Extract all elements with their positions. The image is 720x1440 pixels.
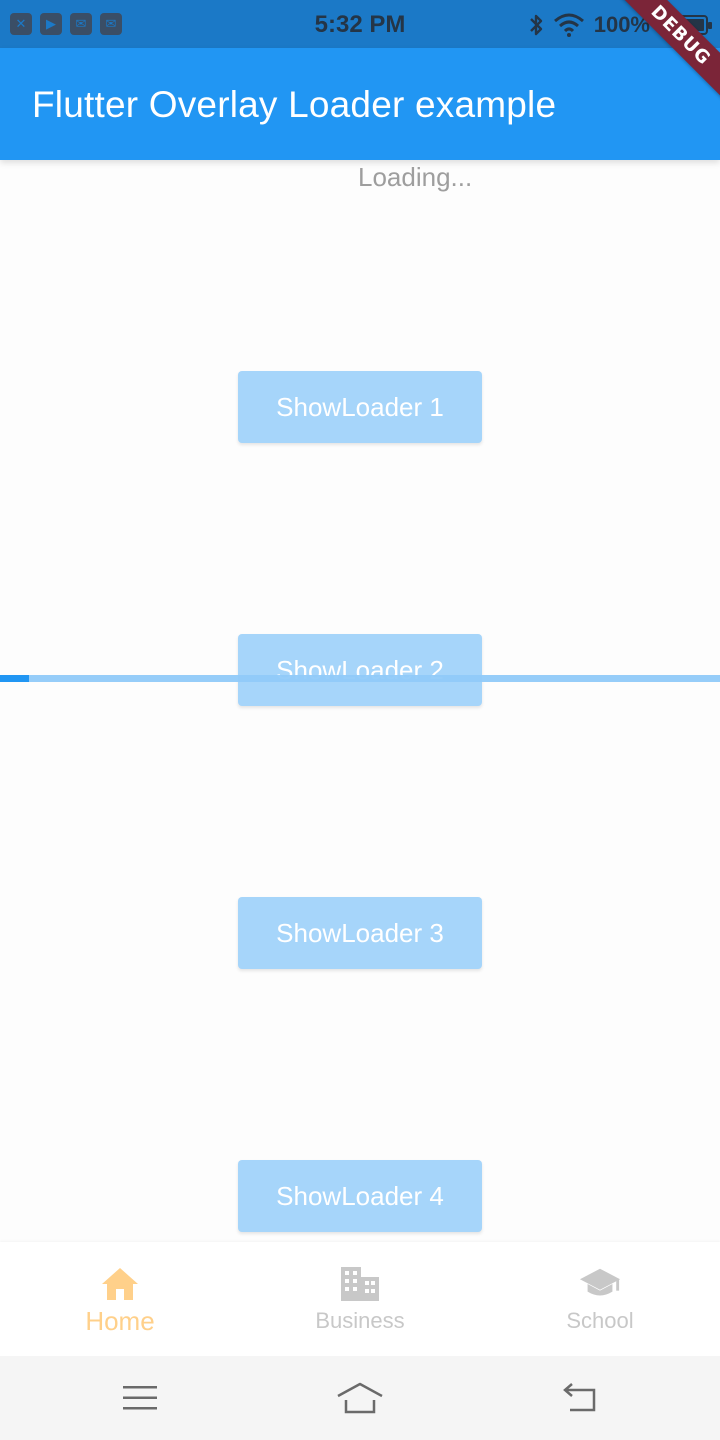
nav-label-school: School: [566, 1308, 634, 1333]
nav-item-business[interactable]: Business: [240, 1242, 480, 1356]
show-loader-1-button[interactable]: ShowLoader 1: [238, 371, 482, 443]
bluetooth-icon: [529, 14, 542, 36]
status-bar: ✕ ▶ ✉ ✉ 5:32 PM 100%: [0, 0, 720, 48]
nav-item-home[interactable]: Home: [0, 1242, 240, 1356]
show-loader-3-button[interactable]: ShowLoader 3: [238, 897, 482, 969]
app-title: Flutter Overlay Loader example: [32, 84, 557, 125]
nav-label-home: Home: [85, 1306, 155, 1336]
show-loader-4-button[interactable]: ShowLoader 4: [238, 1160, 482, 1232]
youtube-icon: ▶: [40, 13, 62, 35]
progress-fill: [0, 675, 29, 682]
school-icon: [579, 1264, 621, 1304]
menu-icon[interactable]: [116, 1376, 164, 1420]
mail-icon: ✉: [70, 13, 92, 35]
x-icon: ✕: [10, 13, 32, 35]
mail-icon: ✉: [100, 13, 122, 35]
loading-text: Loading...: [358, 162, 473, 192]
nav-item-school[interactable]: School: [480, 1242, 720, 1356]
linear-progress-bar: [0, 675, 720, 682]
home-icon: [99, 1264, 141, 1304]
wifi-icon: [553, 13, 584, 37]
back-icon[interactable]: [556, 1376, 604, 1420]
status-time: 5:32 PM: [314, 11, 406, 38]
show-loader-2-button[interactable]: ShowLoader 2: [238, 634, 482, 706]
nav-label-business: Business: [315, 1308, 405, 1333]
system-navigation-bar: [0, 1356, 720, 1440]
system-home-icon[interactable]: [336, 1376, 384, 1420]
app-bar: Flutter Overlay Loader example: [0, 48, 720, 160]
business-icon: [339, 1264, 381, 1304]
bottom-navigation-bar: Home Business: [0, 1242, 720, 1356]
notification-icons: ✕ ▶ ✉ ✉: [10, 13, 122, 35]
